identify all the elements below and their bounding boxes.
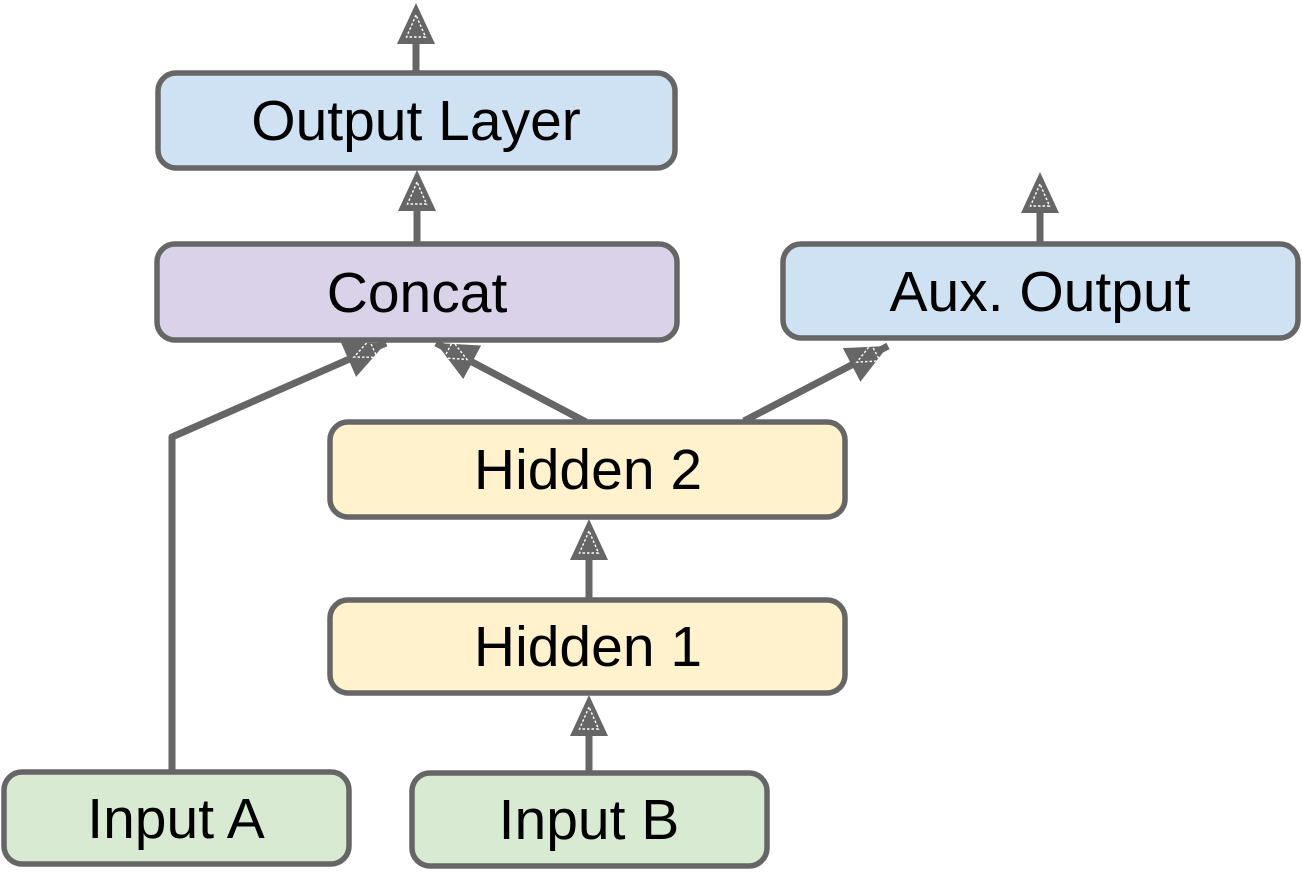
- node-concat-box: [154, 241, 680, 343]
- node-output-layer: Output Layer: [155, 70, 678, 171]
- edge-input-a-to-concat-line: [168, 339, 388, 772]
- node-concat-label: Concat: [327, 261, 508, 325]
- edge-hidden1-to-hidden2-arrowhead: [570, 519, 608, 560]
- edge-concat-to-output-layer-arrowhead: [398, 170, 436, 211]
- node-aux-output-box: [780, 241, 1301, 341]
- node-input-a-box: [1, 769, 352, 867]
- node-hidden-1: Hidden 1: [327, 597, 848, 696]
- edge-hidden1-to-hidden2: [570, 519, 608, 600]
- node-hidden-1-box: [327, 597, 848, 696]
- edges: [168, 3, 1059, 773]
- node-output-layer-box: [155, 70, 678, 171]
- node-hidden-2-box: [327, 419, 848, 520]
- edge-input-b-to-hidden1-arrowhead: [570, 695, 608, 736]
- edge-hidden2-to-concat-arrowhead: [436, 339, 482, 380]
- nodes: Output Layer Concat Aux. Output Hidden 2…: [1, 70, 1301, 869]
- node-hidden-2: Hidden 2: [327, 419, 848, 520]
- edge-hidden2-to-aux-output: [742, 342, 890, 425]
- edge-aux-output-to-external: [1021, 172, 1059, 244]
- node-output-layer-label: Output Layer: [251, 89, 581, 153]
- node-hidden-1-label: Hidden 1: [474, 615, 702, 679]
- edge-input-a-to-concat-arrowhead: [340, 338, 386, 377]
- node-input-b-label: Input B: [499, 788, 680, 852]
- edge-input-b-to-hidden1: [570, 695, 608, 773]
- node-input-b: Input B: [409, 770, 770, 869]
- node-aux-output: Aux. Output: [780, 241, 1301, 341]
- edge-aux-output-to-external-arrowhead: [1021, 172, 1059, 213]
- edge-hidden2-to-concat: [434, 339, 588, 426]
- node-input-b-box: [409, 770, 770, 869]
- node-hidden-2-label: Hidden 2: [474, 438, 702, 502]
- node-aux-output-label: Aux. Output: [889, 260, 1190, 324]
- node-concat: Concat: [154, 241, 680, 343]
- edge-concat-to-output-layer: [398, 170, 436, 244]
- node-input-a: Input A: [1, 769, 352, 867]
- edge-input-a-to-concat: [168, 338, 388, 772]
- edge-output-layer-to-external-arrowhead: [397, 3, 435, 44]
- edge-output-layer-to-external: [397, 3, 435, 73]
- edge-hidden2-to-aux-output-arrowhead: [842, 342, 888, 382]
- node-input-a-label: Input A: [87, 787, 265, 851]
